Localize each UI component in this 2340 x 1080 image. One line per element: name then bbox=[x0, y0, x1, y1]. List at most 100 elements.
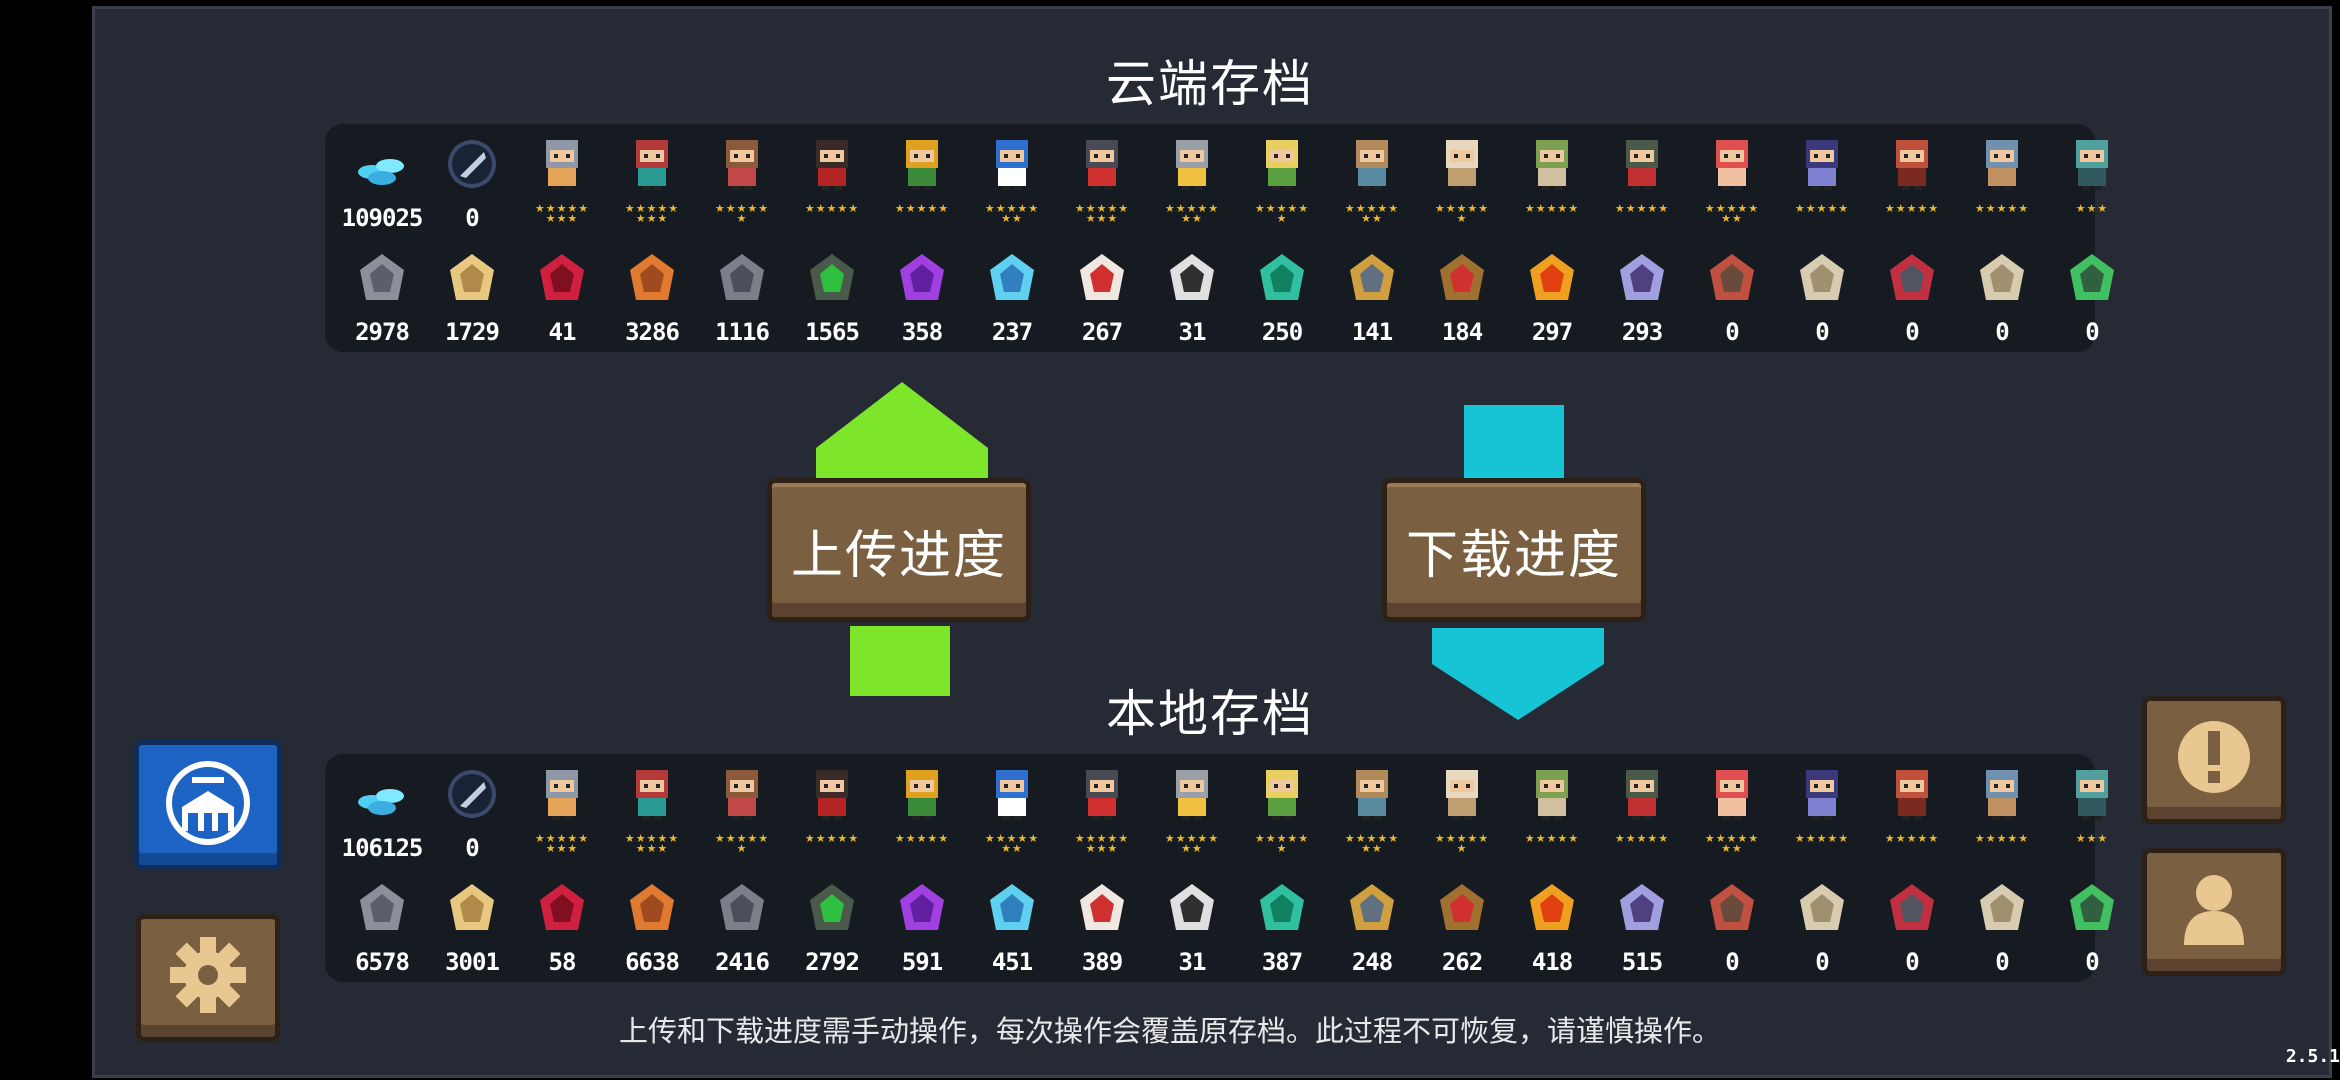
gear-part-icon bbox=[720, 884, 764, 930]
ice-crystal-icon bbox=[990, 884, 1034, 930]
device-icon-shape bbox=[1900, 894, 1924, 922]
upload-progress-button[interactable]: 上传进度 bbox=[767, 478, 1031, 622]
character-cell: ★★★★★ ★ bbox=[1240, 756, 1324, 868]
gem-currency-icon bbox=[358, 159, 404, 185]
green-block-icon bbox=[2070, 254, 2114, 300]
character-stars: ★★★★★ bbox=[1794, 832, 1850, 845]
material-cell: 58 bbox=[520, 870, 604, 982]
battery-icon-shape bbox=[820, 264, 844, 292]
assassin-icon-shape bbox=[818, 798, 846, 816]
knight-icon-shape bbox=[550, 150, 574, 162]
vampire-icon-shape bbox=[1088, 168, 1116, 186]
assassin-icon-shape bbox=[822, 186, 830, 190]
character-cell: ★★★ bbox=[2050, 126, 2134, 238]
chip-icon-shape bbox=[1180, 264, 1204, 292]
info-button[interactable] bbox=[2142, 696, 2286, 824]
chip-icon bbox=[1170, 884, 1214, 930]
werewolf-icon-shape bbox=[1362, 816, 1370, 820]
character-cell: ★★★★★ bbox=[1780, 756, 1864, 868]
vampire-icon-shape bbox=[1092, 186, 1100, 190]
feather-coin-icon bbox=[448, 770, 496, 818]
engineer-icon-shape bbox=[910, 150, 934, 162]
necromancer-icon-shape bbox=[1630, 780, 1654, 792]
chest-icon-shape bbox=[1916, 784, 1920, 788]
character-cell: ★★★★★ bbox=[1600, 126, 1684, 238]
character-cell: ★★★★★ ★★ bbox=[970, 126, 1054, 238]
download-progress-button[interactable]: 下载进度 bbox=[1382, 478, 1646, 622]
knight-icon-shape bbox=[548, 168, 576, 186]
werewolf-icon-shape bbox=[1360, 150, 1384, 162]
robot-icon-shape bbox=[1002, 816, 1010, 820]
material-count: 2416 bbox=[715, 948, 770, 976]
engineer-icon-shape bbox=[924, 186, 932, 190]
character-cell: ★★★★★ bbox=[1510, 126, 1594, 238]
cage-icon-shape bbox=[1720, 264, 1744, 292]
character-stars: ★★★ bbox=[2075, 832, 2109, 845]
character-stars: ★★★★★ ★★★ bbox=[534, 832, 590, 855]
material-cell: 591 bbox=[880, 870, 964, 982]
scroll-icon-shape bbox=[2006, 154, 2010, 158]
battery-icon-shape bbox=[820, 894, 844, 922]
elf-icon-shape bbox=[1274, 154, 1278, 158]
chest-icon-shape bbox=[1904, 784, 1908, 788]
horn-icon bbox=[1350, 254, 1394, 300]
character-cell: ★★★★★ ★★ bbox=[1690, 756, 1774, 868]
druid-icon-shape bbox=[1538, 798, 1566, 816]
material-count: 6638 bbox=[625, 948, 680, 976]
character-cell: ★★★★★ ★★★ bbox=[1060, 756, 1144, 868]
material-count: 248 bbox=[1351, 948, 1393, 976]
gem-icon-shape bbox=[2078, 798, 2106, 816]
engineer-icon-shape bbox=[914, 154, 918, 158]
character-cell: ★★★★★ bbox=[1870, 756, 1954, 868]
engineer-icon-shape bbox=[910, 780, 934, 792]
red-crystal-icon-shape bbox=[550, 264, 574, 292]
knight-icon-shape bbox=[554, 784, 558, 788]
wood-icon bbox=[450, 884, 494, 930]
feather-count: 0 bbox=[465, 204, 479, 232]
paladin-icon bbox=[1176, 140, 1208, 190]
robot-icon-shape bbox=[1000, 150, 1024, 162]
download-arrow-stem bbox=[1464, 405, 1564, 481]
demon-icon-shape bbox=[1826, 784, 1830, 788]
elf-icon-shape bbox=[1268, 798, 1296, 816]
knight-icon-shape bbox=[552, 816, 560, 820]
necromancer-icon bbox=[1626, 140, 1658, 190]
druid-icon bbox=[1536, 770, 1568, 820]
blank-scroll-icon-2 bbox=[1980, 884, 2024, 930]
gear-part-icon bbox=[720, 254, 764, 300]
engineer-icon-shape bbox=[924, 816, 932, 820]
priest-icon-shape bbox=[1466, 784, 1470, 788]
demon-icon-shape bbox=[1808, 798, 1836, 816]
demon-icon-shape bbox=[1826, 154, 1830, 158]
gem-icon-shape bbox=[2094, 816, 2102, 820]
assassin-icon bbox=[816, 770, 848, 820]
upload-arrow-head bbox=[816, 382, 988, 488]
gem-currency-icon-shape bbox=[376, 159, 404, 173]
rogue-icon-shape bbox=[640, 150, 664, 162]
werewolf-icon-shape bbox=[1358, 168, 1386, 186]
gem-count: 106125 bbox=[341, 834, 424, 862]
character-cell: ★★★★★ ★ bbox=[700, 756, 784, 868]
character-stars: ★★★★★ bbox=[1524, 832, 1580, 845]
wizard-icon bbox=[726, 770, 758, 820]
necromancer-icon bbox=[1626, 770, 1658, 820]
priest-icon bbox=[1446, 140, 1478, 190]
necromancer-icon-shape bbox=[1644, 186, 1652, 190]
gem-icon-shape bbox=[2096, 154, 2100, 158]
character-stars: ★★★★★ ★ bbox=[714, 202, 770, 225]
werewolf-icon-shape bbox=[1358, 798, 1386, 816]
assassin-icon-shape bbox=[820, 150, 844, 162]
material-cell: 293 bbox=[1600, 240, 1684, 352]
knight-icon-shape bbox=[552, 186, 560, 190]
priest-icon-shape bbox=[1448, 168, 1476, 186]
elf-icon bbox=[1266, 770, 1298, 820]
wizard-icon-shape bbox=[746, 154, 750, 158]
qq-login-button[interactable] bbox=[134, 740, 282, 870]
settings-button[interactable] bbox=[136, 914, 280, 1042]
account-button[interactable] bbox=[2142, 848, 2286, 976]
material-count: 184 bbox=[1441, 318, 1483, 346]
werewolf-icon-shape bbox=[1362, 186, 1370, 190]
blank-scroll-icon bbox=[1800, 254, 1844, 300]
material-count: 293 bbox=[1621, 318, 1663, 346]
green-crystal-icon-shape bbox=[1270, 894, 1294, 922]
